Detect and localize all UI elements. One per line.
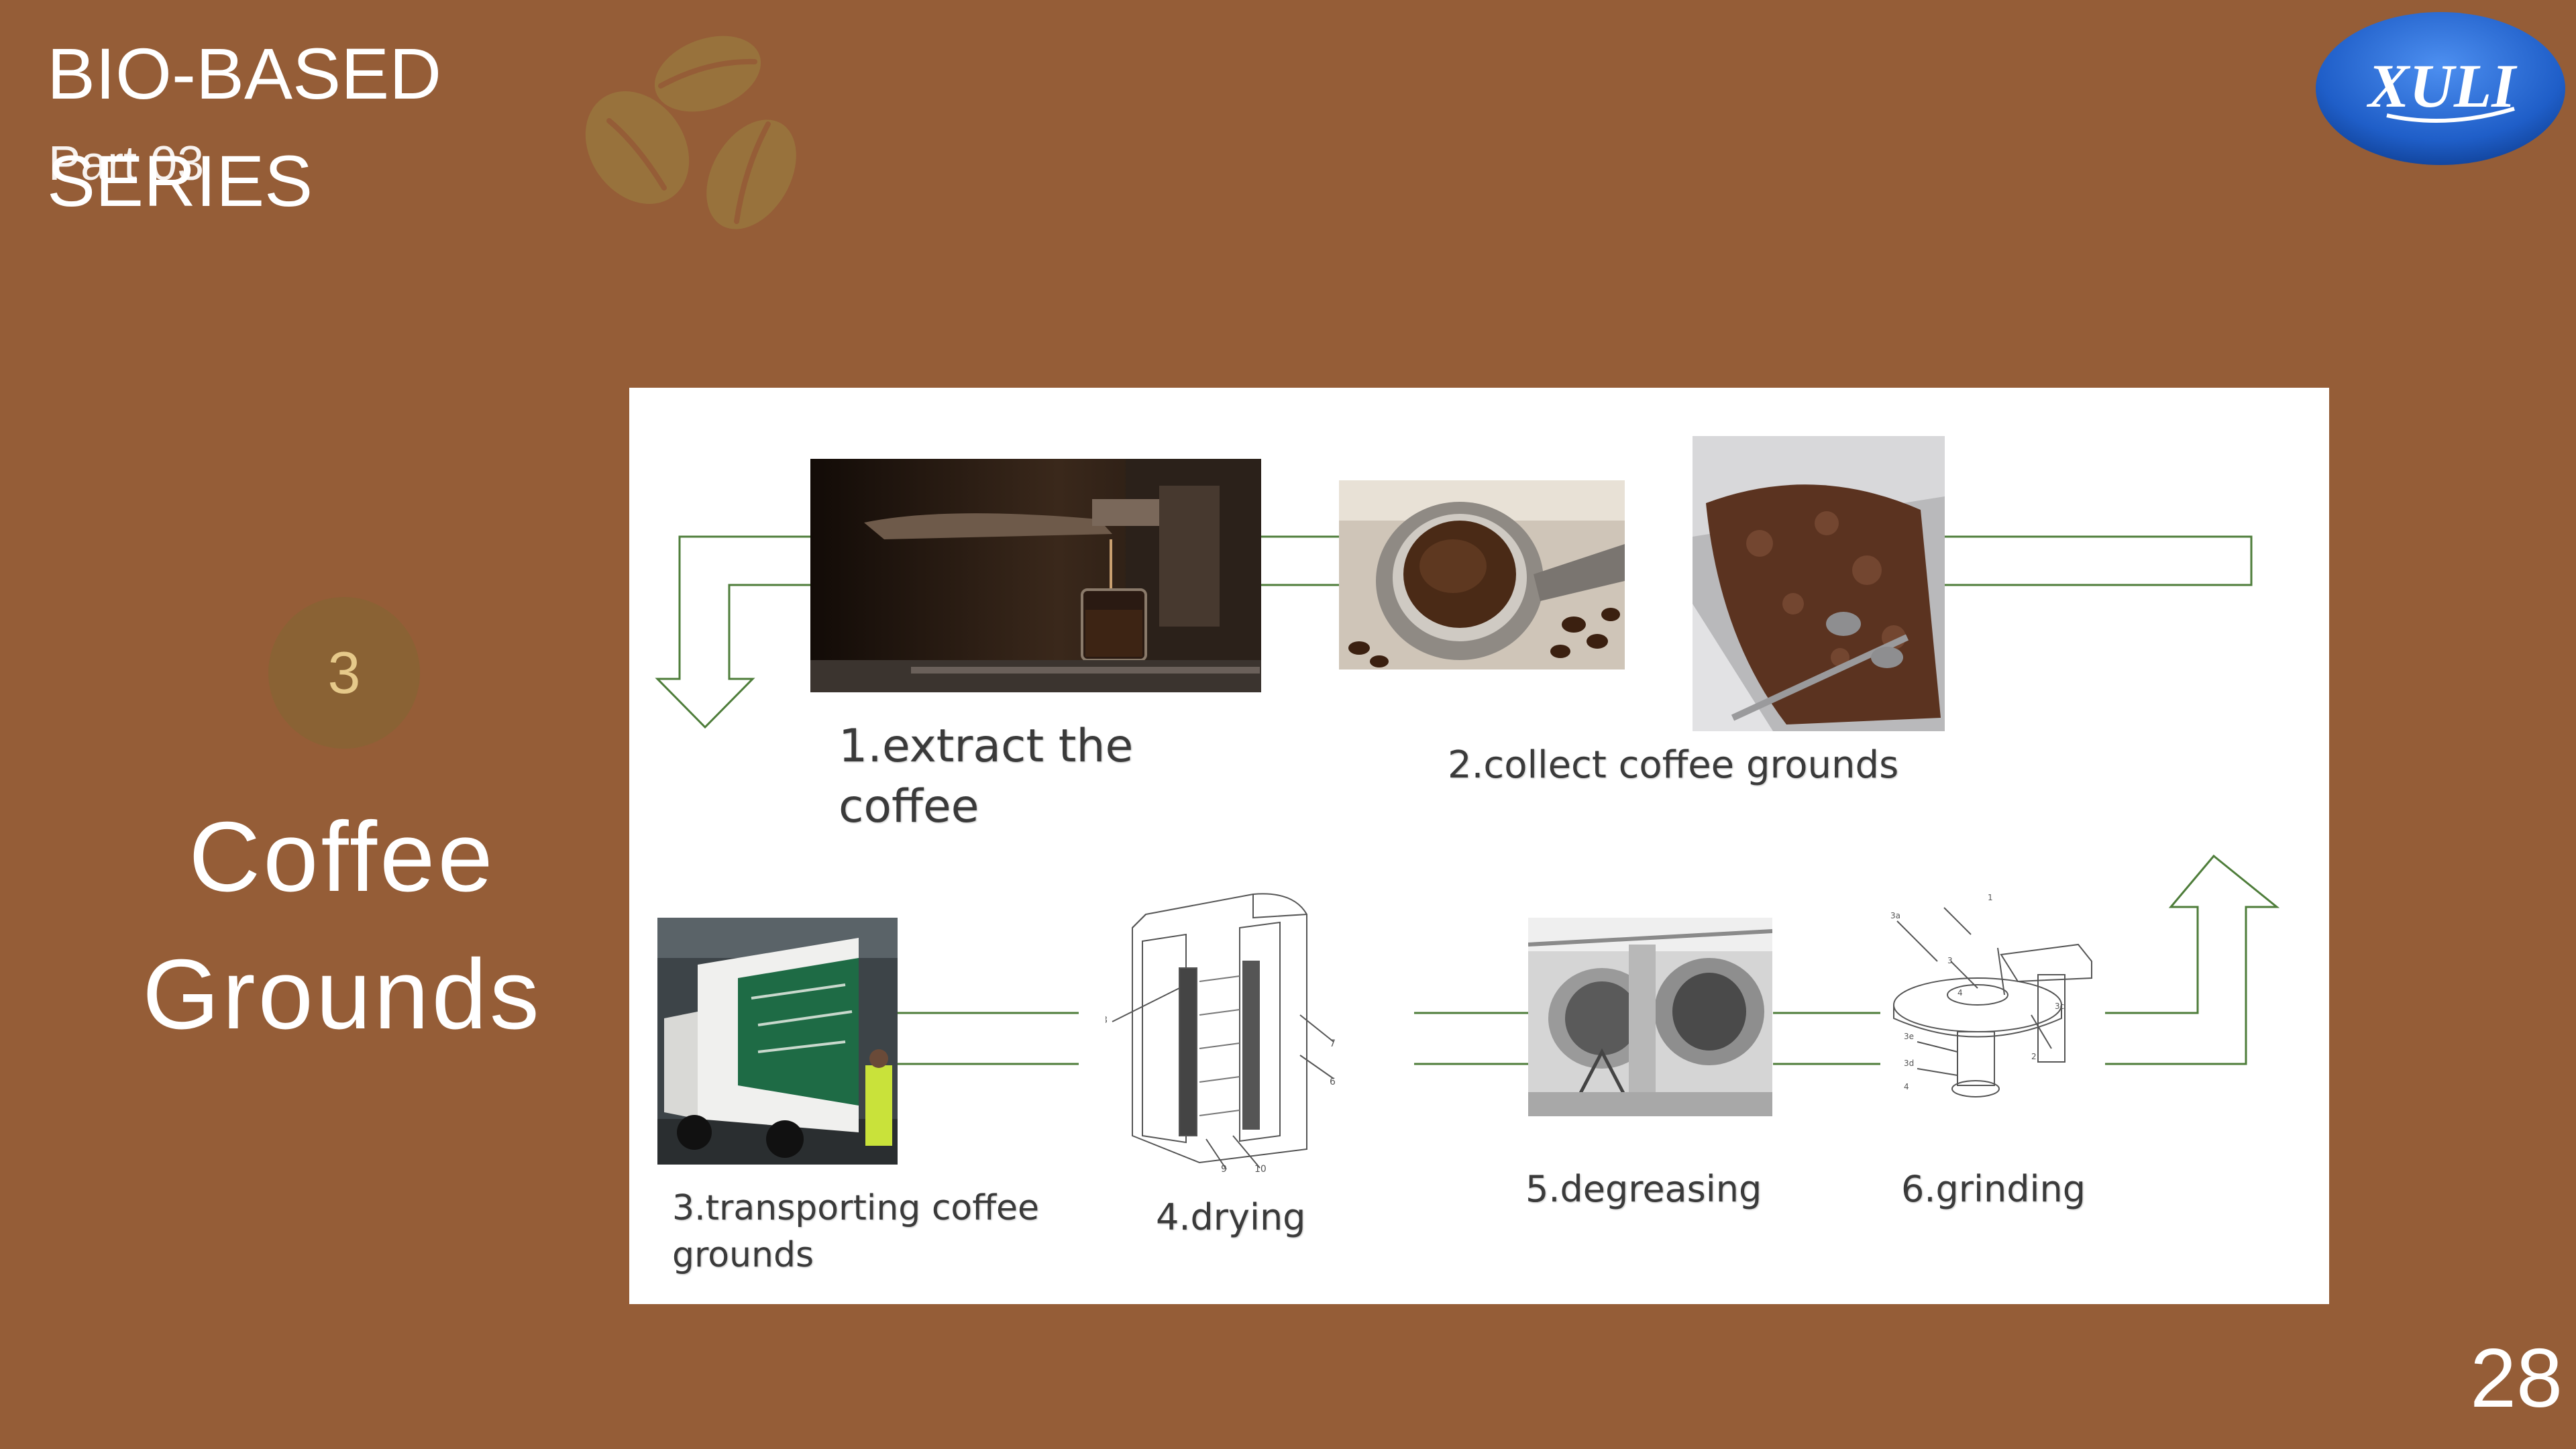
coffee-beans-icon xyxy=(585,36,796,229)
coffee-grounds-photo xyxy=(1339,480,1625,669)
grinder-mark-3c: 3c xyxy=(2055,1002,2065,1011)
section-title: Coffee Grounds xyxy=(142,802,542,1050)
step-2-label: 2.collect coffee grounds xyxy=(1448,743,1899,787)
arrow-down-icon xyxy=(655,535,810,729)
part-label: Part 03 xyxy=(48,137,205,191)
page-number: 28 xyxy=(2470,1332,2563,1425)
grinder-mark-3e: 3e xyxy=(1904,1032,1915,1041)
grinder-mark-3a: 3a xyxy=(1890,911,1900,920)
logo-text: XULI xyxy=(2366,52,2518,120)
step-1-label-line1: 1.extract the xyxy=(839,720,1134,773)
dryer-mark-6: 6 xyxy=(1330,1077,1336,1087)
xuli-logo: XULI xyxy=(2316,12,2565,165)
dryer-mark-8: 8 xyxy=(1106,1015,1108,1026)
espresso-extraction-photo xyxy=(810,459,1261,692)
dryer-mark-7: 7 xyxy=(1330,1038,1336,1049)
series-title: BIO-BASED SERIES xyxy=(47,33,442,221)
process-flow-lines xyxy=(655,535,2280,1065)
process-panel: 8 7 6 9 10 xyxy=(629,388,2329,1304)
degreasing-tanks-photo xyxy=(1528,918,1772,1116)
step-1-label-line2: coffee xyxy=(839,780,979,833)
step-5-label: 5.degreasing xyxy=(1525,1168,1762,1210)
grinder-mark-2: 2 xyxy=(2031,1052,2037,1061)
step-3-label-line2: grounds xyxy=(672,1235,814,1275)
section-number-badge: 3 xyxy=(268,597,420,749)
step-4-label: 4.drying xyxy=(1156,1196,1306,1238)
grinder-mark-4: 4 xyxy=(1957,988,1963,998)
grinder-diagram: 1 3 3a 4 2 3c 3e 3d 4 xyxy=(1877,881,2105,1116)
dryer-mark-9: 9 xyxy=(1221,1164,1227,1175)
grinder-mark-4b: 4 xyxy=(1904,1082,1909,1091)
step-1-label: 1.extract the coffee xyxy=(839,716,1133,837)
grinder-mark-1: 1 xyxy=(1988,893,1993,902)
grinder-mark-3: 3 xyxy=(1947,956,1953,965)
grinder-mark-3d: 3d xyxy=(1904,1059,1915,1068)
arrow-up-icon xyxy=(2105,854,2280,1065)
dryer-mark-10: 10 xyxy=(1254,1164,1267,1175)
step-6-label: 6.grinding xyxy=(1901,1168,2086,1210)
step-3-label: 3.transporting coffee grounds xyxy=(672,1185,1039,1279)
coffee-grounds-bag-photo xyxy=(1693,436,1945,731)
transport-truck-photo xyxy=(657,918,898,1165)
dryer-diagram: 8 7 6 9 10 xyxy=(1106,888,1340,1177)
step-3-label-line1: 3.transporting coffee xyxy=(672,1188,1040,1228)
